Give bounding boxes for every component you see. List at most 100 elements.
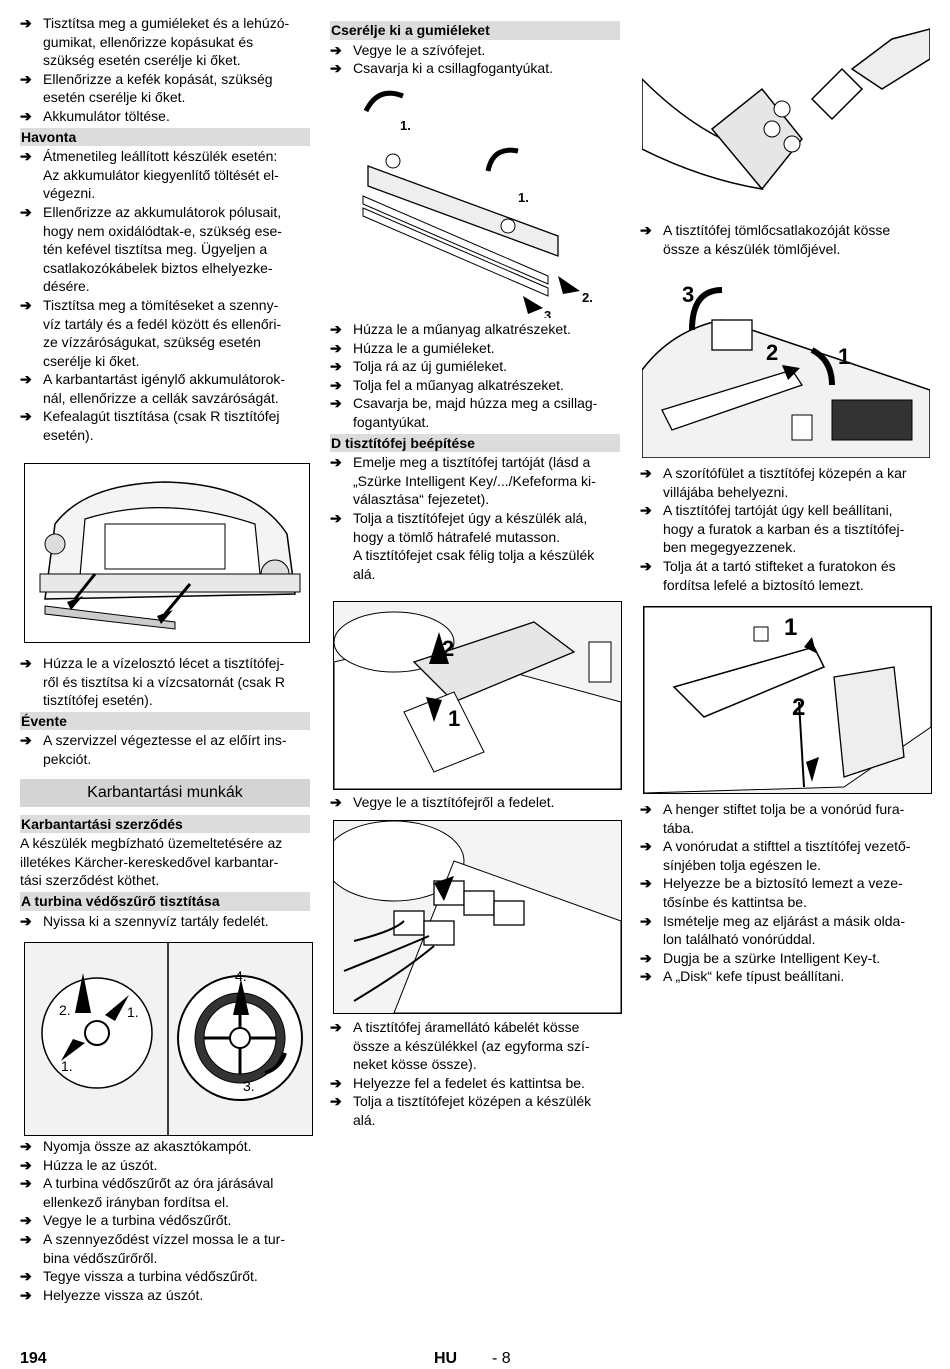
arrow-right-icon: ➔ (640, 968, 652, 985)
instruction-step: ➔Vegye le a tisztítófejről a fedelet. (330, 793, 620, 812)
step-line: Helyezze be a biztosító lemezt a veze- (663, 875, 903, 892)
col3-c-text: ➔ A henger stiftet tolja be a vonórúd fur… (640, 800, 930, 986)
step-line: bina védőszűrőről. (43, 1249, 158, 1266)
filter-label-4: 4. (235, 968, 247, 984)
instruction-step: ➔ Húzza le a vízelosztó lécet a tisztítóf… (20, 654, 310, 710)
step-line: Tisztítsa meg a tömítéseket a szenny- (43, 296, 279, 313)
step-line: A tisztítófej áramellátó kábelét kösse (353, 1019, 580, 1035)
step-line: fordítsa lefelé a biztosító lemezt. (663, 576, 864, 593)
instruction-step: ➔Húzza le a gumiéleket. (330, 339, 620, 358)
step-line: Vegye le a szívófejet. (353, 41, 486, 58)
arrow-right-icon: ➔ (330, 41, 342, 58)
instruction-step: ➔Tisztítsa meg a gumiéleket és a lehúzó-… (20, 14, 310, 70)
instruction-step: ➔Dugja be a szürke Intelligent Key-t. (640, 949, 930, 968)
brush-tunnel-figure (24, 463, 310, 643)
col3-a-text: ➔ A tisztítófej tömlőcsatlakozóját kösse ö… (640, 221, 930, 258)
step-line: esetén). (43, 427, 94, 444)
step-line: Húzza le az úszót. (43, 1156, 158, 1173)
step-line: tisztítófej esetén). (43, 692, 153, 709)
step-line: tősínbe és kattintsa be. (663, 893, 807, 910)
instruction-step: ➔A karbantartást igénylő akkumulátorok-n… (20, 370, 310, 407)
sub-page-number: - 8 (492, 1350, 511, 1367)
arrow-right-icon: ➔ (20, 148, 32, 165)
step-line: Húzza le a vízelosztó lécet a tisztítófe… (43, 655, 285, 671)
instruction-step: ➔Helyezze fel a fedelet és kattintsa be. (330, 1074, 620, 1093)
holder-label-2: 2 (766, 340, 778, 365)
squeegee-label-1a: 1. (400, 118, 411, 133)
step-line: össze a készülék tömlőjével. (663, 240, 841, 257)
instruction-step: ➔ Akkumulátor töltése. (20, 107, 310, 126)
filter-label-1b: 1. (61, 1058, 73, 1074)
instruction-step: ➔Helyezze be a biztosító lemezt a veze-t… (640, 874, 930, 911)
arrow-right-icon: ➔ (20, 107, 32, 124)
cover-label-1: 1 (448, 706, 460, 731)
section-heading: Karbantartási szerződés (20, 814, 310, 834)
instruction-step: ➔Vegye le a turbina védőszűrőt. (20, 1211, 310, 1230)
pin-label-1: 1 (784, 614, 797, 641)
cable-connect-figure (333, 820, 622, 1014)
hose-coupling-figure (642, 19, 930, 213)
step-line: A tisztítófejet csak félig tolja a készü… (353, 547, 595, 564)
instruction-step: ➔ Vegye le a szívófejet. (330, 41, 620, 60)
instruction-step: ➔A henger stiftet tolja be a vonórúd fur… (640, 800, 930, 837)
section-heading: A turbina védőszűrő tisztítása (20, 891, 310, 911)
step-line: tén kefével tisztítsa meg. Ügyeljen a (43, 241, 268, 258)
squeegee-label-3: 3. (544, 308, 555, 318)
section-heading: Cserélje ki a gumiéleket (330, 21, 620, 40)
step-line: villájába behelyezni. (663, 483, 789, 500)
instruction-step: ➔A szervizzel végeztesse el az előírt in… (20, 731, 310, 768)
squeegee-label-1b: 1. (518, 190, 529, 205)
arrow-right-icon: ➔ (20, 371, 32, 388)
instruction-step: ➔A tisztítófej tartóját úgy kell beállít… (640, 501, 930, 557)
arrow-right-icon: ➔ (20, 1138, 32, 1154)
instruction-step: ➔Csavarja be, majd húzza meg a csillag-f… (330, 394, 620, 431)
arrow-right-icon: ➔ (20, 15, 32, 31)
step-line: A tisztítófej tartóját úgy kell beállíta… (663, 502, 893, 519)
step-line: Az akkumulátor kiegyenlítő töltését el- (43, 166, 279, 183)
step-line: sínjében tolja egészen le. (663, 856, 821, 873)
step-line: neket kösse össze). (353, 1056, 477, 1073)
instruction-step: ➔Tolja át a tartó stifteket a furatokon … (640, 557, 930, 594)
arrow-right-icon: ➔ (640, 222, 652, 238)
instruction-step: ➔Ellenőrizze az akkumulátorok pólusait,h… (20, 203, 310, 296)
instruction-step: ➔Tolja rá az új gumiéleket. (330, 357, 620, 376)
instruction-step: ➔A szorítófület a tisztítófej közepén a … (640, 464, 930, 501)
step-line: Nyomja össze az akasztókampót. (43, 1138, 252, 1154)
step-line: A henger stiftet tolja be a vonórúd fura… (663, 801, 905, 817)
step-line: Tolja fel a műanyag alkatrészeket. (353, 376, 564, 393)
arrow-right-icon: ➔ (640, 949, 652, 966)
step-line: Helyezze vissza az úszót. (43, 1286, 204, 1303)
instruction-step: ➔Húzza le a műanyag alkatrészeket. (330, 320, 620, 339)
instruction-step: ➔ Helyezze vissza az úszót. (20, 1286, 310, 1305)
col1-top-text: ➔Tisztítsa meg a gumiéleket és a lehúzó-… (20, 14, 310, 445)
step-line: Ellenőrizze a kefék kopását, szükség (43, 70, 273, 87)
step-line: A turbina védőszűrőt az óra járásával (43, 1175, 274, 1192)
step-line: választása“ fejezetet). (353, 491, 490, 508)
step-line: A „Disk“ kefe típust beállítani. (663, 968, 845, 985)
paragraph-line: tási szerződést köthet. (20, 872, 160, 889)
arrow-right-icon: ➔ (330, 60, 342, 77)
col3-b-text: ➔A szorítófület a tisztítófej közepén a … (640, 464, 930, 594)
instruction-step: ➔Emelje meg a tisztítófej tartóját (lásd… (330, 453, 620, 509)
holder-label-3: 3 (682, 282, 694, 307)
instruction-step: ➔ Nyomja össze az akasztókampót. (20, 1137, 310, 1156)
step-line: Ismételje meg az eljárást a másik olda- (663, 912, 905, 929)
arrow-right-icon: ➔ (330, 376, 342, 393)
arrow-right-icon: ➔ (20, 1286, 32, 1303)
page-number: 194 (20, 1350, 47, 1367)
arrow-right-icon: ➔ (20, 655, 32, 671)
step-line: A tisztítófej tömlőcsatlakozóját kösse (663, 222, 891, 238)
step-line: Húzza le a gumiéleket. (353, 339, 495, 356)
step-line: A szorítófület a tisztítófej közepén a k… (663, 465, 907, 481)
cover-label-2: 2 (442, 636, 454, 661)
step-line: gumikat, ellenőrizze kopásukat és (43, 33, 254, 50)
col2-b-text: ➔Vegye le a tisztítófejről a fedelet. (330, 793, 620, 812)
turbine-filter-figure: 2. 1. 1. 4. 3. (24, 942, 313, 1136)
instruction-step: ➔ Tolja fel a műanyag alkatrészeket. (330, 376, 620, 395)
step-line: hogy nem oxidálódtak-e, szükség ese- (43, 222, 282, 239)
step-line: A karbantartást igénylő akkumulátorok- (43, 371, 286, 388)
step-line: Akkumulátor töltése. (43, 107, 170, 124)
